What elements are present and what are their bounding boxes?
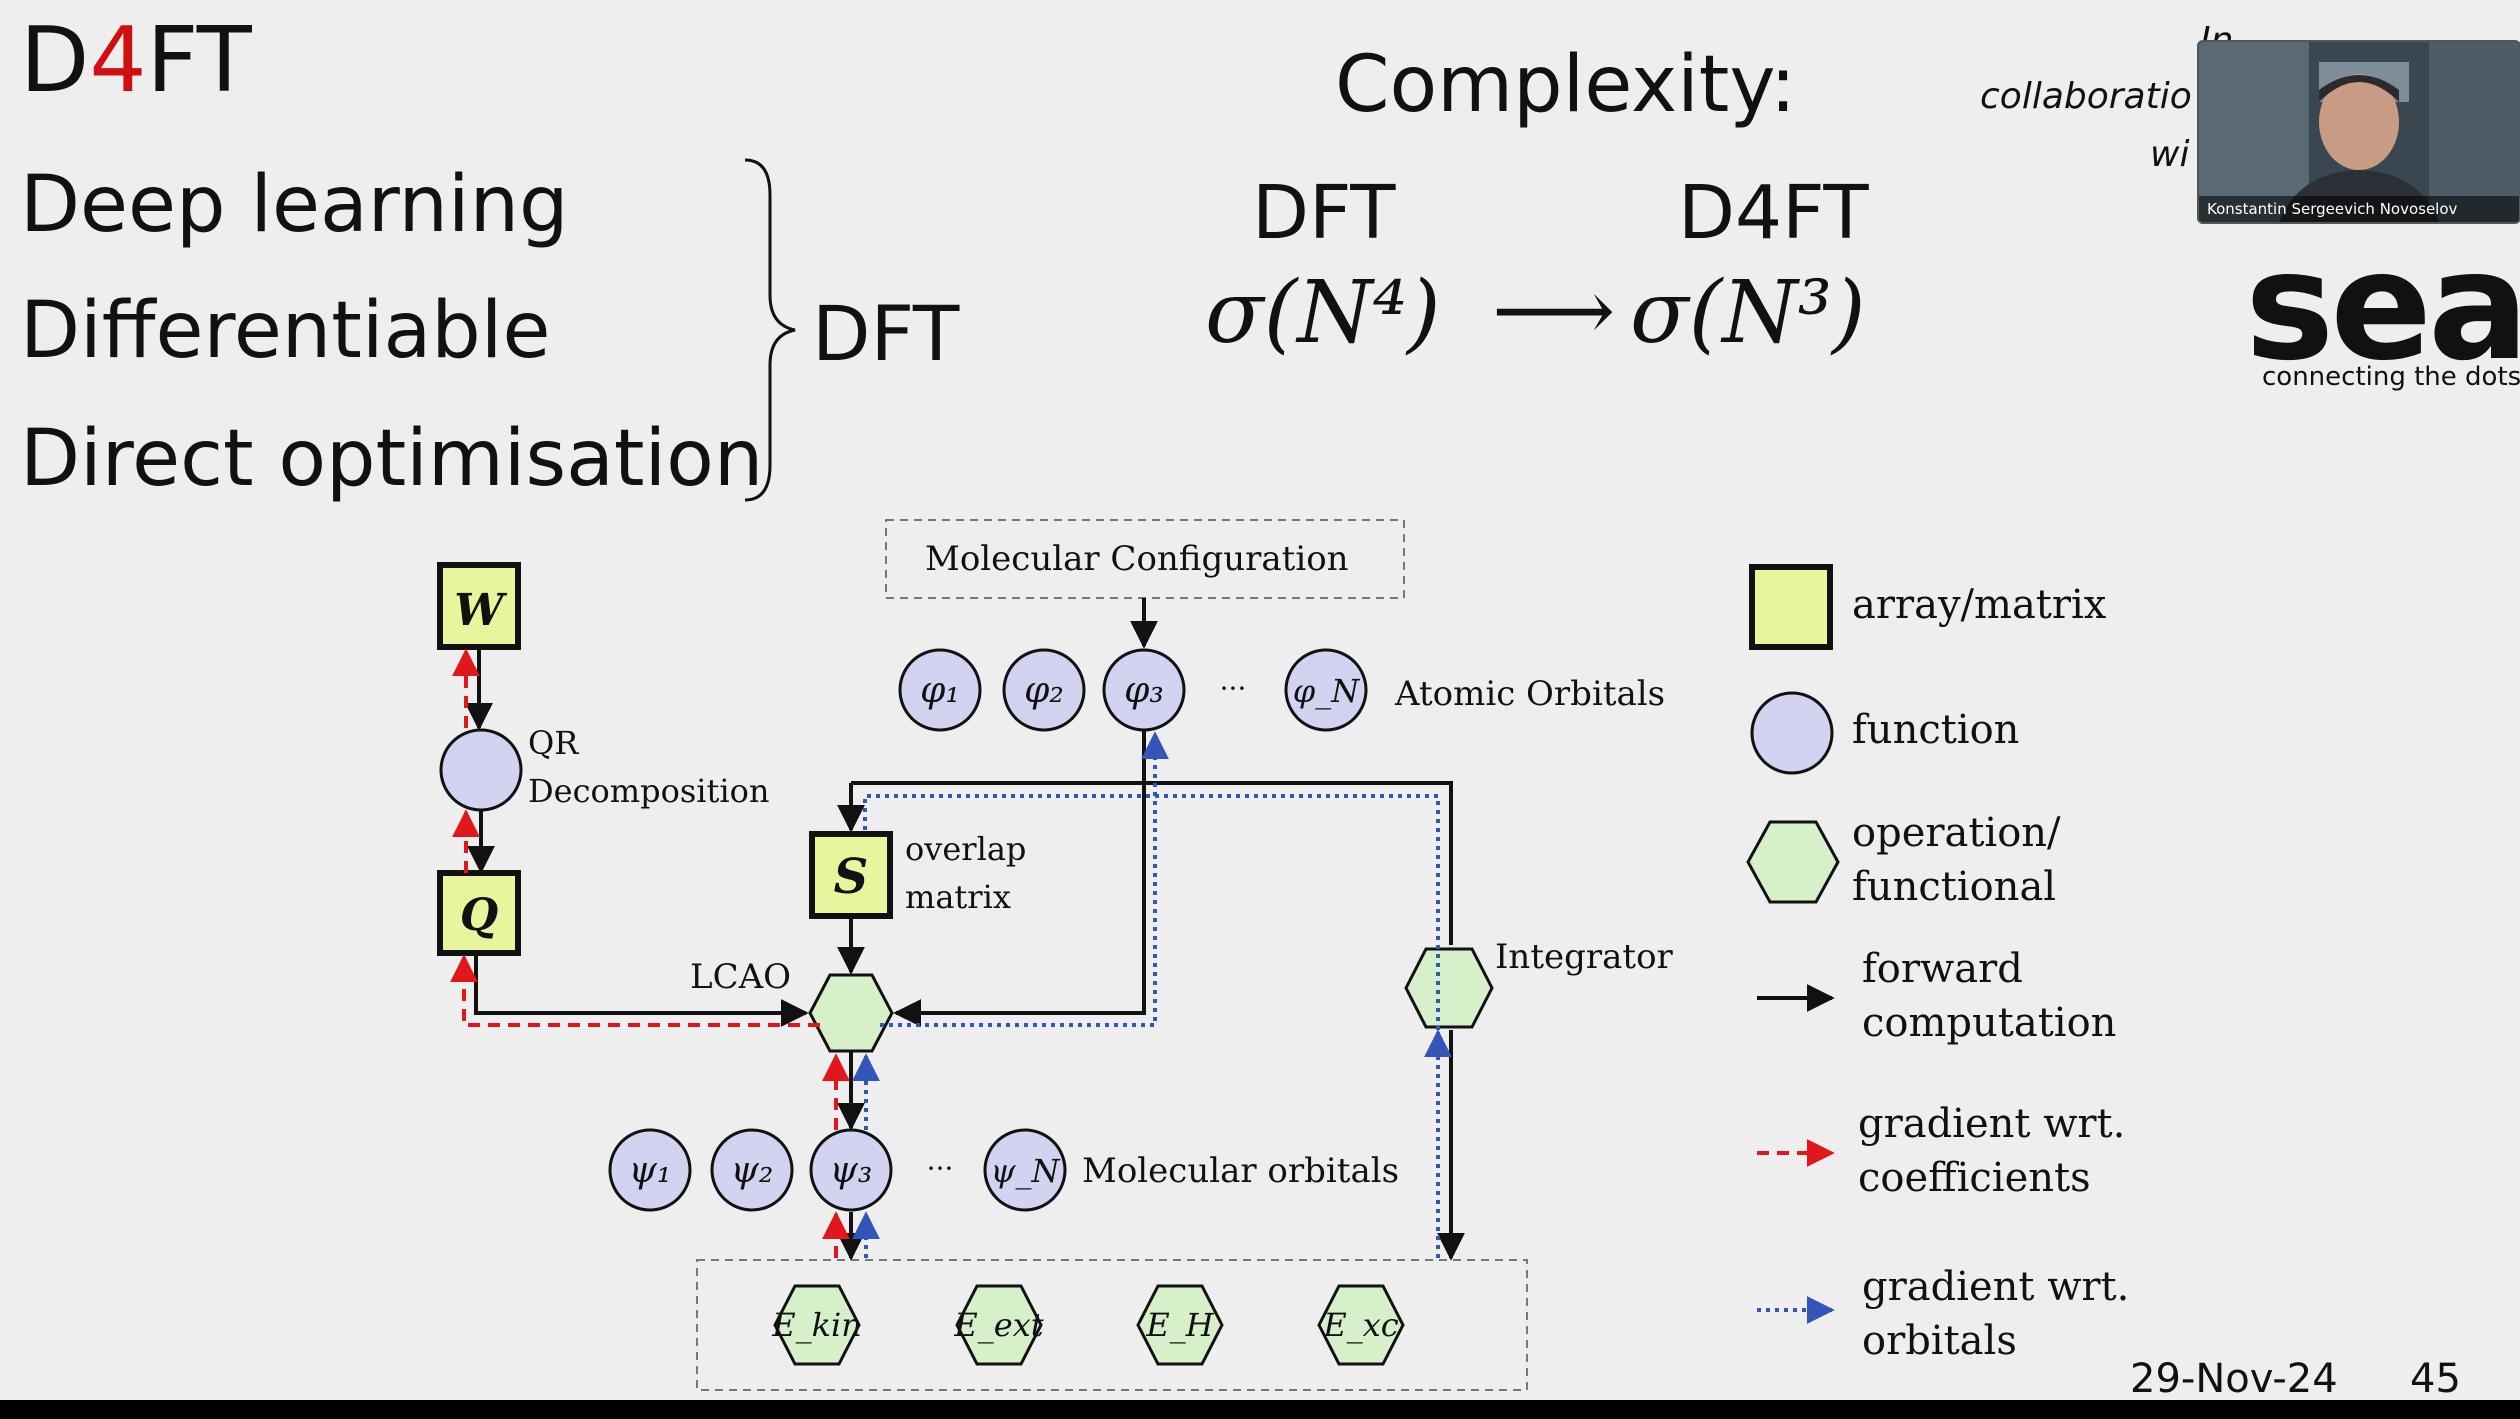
energy-xc-label: E_xc <box>1322 1306 1398 1344</box>
legend-forward-label-2: computation <box>1862 1000 2117 1046</box>
lcao-label: LCAO <box>690 957 791 997</box>
legend-gradient-coefficients-label-2: coefficients <box>1858 1155 2091 1201</box>
legend-function-swatch <box>1750 691 1834 775</box>
energy-xc-node <box>1317 1284 1405 1366</box>
atomic-orbitals-label: Atomic Orbitals <box>1394 674 1665 714</box>
molecular-orbitals-ellipsis: ··· <box>927 1152 954 1185</box>
sea-logo: sea <box>2245 220 2520 394</box>
w-matrix-label: W <box>454 585 508 636</box>
complexity-to-order: σ(N³) <box>1630 263 1866 363</box>
overlap-label-line-2: matrix <box>905 878 1011 916</box>
integrator-node <box>1404 947 1494 1029</box>
molecular-orbital-3-label: ψ₃ <box>830 1150 873 1191</box>
complexity-from-label: DFT <box>1252 170 1396 256</box>
slide-page-number: 45 <box>2410 1356 2461 1400</box>
q-matrix-label: Q <box>460 890 498 941</box>
legend-matrix-label: array/matrix <box>1852 582 2107 628</box>
title-prefix: D <box>20 8 90 113</box>
qr-decomposition-node <box>439 728 523 812</box>
atomic-orbital-n-label: φ_N <box>1293 672 1360 710</box>
gradient-orbitals-edges <box>852 731 1452 1258</box>
atomic-orbital-1-label: φ₁ <box>920 670 960 711</box>
slide-date: 29-Nov-24 <box>2130 1356 2338 1400</box>
molecular-orbitals-label: Molecular orbitals <box>1082 1151 1399 1191</box>
molecular-orbital-1-label: ψ₁ <box>629 1150 672 1191</box>
bullet-deep-learning: Deep learning <box>20 160 569 250</box>
curly-brace <box>744 158 796 502</box>
atomic-orbitals-ellipsis: ··· <box>1220 672 1247 705</box>
q-matrix-node <box>437 870 521 956</box>
speaker-video-thumbnail[interactable]: Konstantin Sergeevich Novoselov <box>2197 40 2520 224</box>
legend-operation-swatch <box>1746 820 1840 904</box>
complexity-label: Complexity: <box>1335 40 1797 130</box>
energy-terms-box <box>696 1259 1528 1391</box>
energy-external-label: E_ext <box>953 1306 1043 1344</box>
bullet-differentiable: Differentiable <box>20 286 551 376</box>
gradient-coefficients-edges <box>450 648 850 1258</box>
slide-title: D4FT <box>20 16 252 106</box>
s-matrix-label: S <box>834 849 869 905</box>
atomic-orbital-n <box>1284 648 1368 732</box>
complexity-from-order: σ(N⁴) <box>1205 263 1441 363</box>
legend-gradient-coefficients-label-1: gradient wrt. <box>1858 1101 2126 1147</box>
speaker-video-image <box>2199 42 2519 222</box>
w-matrix-node <box>437 562 521 650</box>
molecular-orbital-n <box>983 1128 1067 1212</box>
collaboration-line-2: collaboratio <box>1980 76 2192 117</box>
bullet-direct-optimisation: Direct optimisation <box>20 414 764 504</box>
legend-operation-label-2: functional <box>1852 864 2057 910</box>
lcao-node <box>808 973 894 1053</box>
molecular-orbital-2-label: ψ₂ <box>731 1150 774 1191</box>
legend-function-label: function <box>1852 707 2020 753</box>
atomic-orbital-2 <box>1002 648 1086 732</box>
legend-operation-label-1: operation/ <box>1852 810 2061 856</box>
atomic-orbital-3-label: φ₃ <box>1124 670 1164 711</box>
logo-tagline: connecting the dots <box>2262 362 2520 392</box>
overlap-label-line-1: overlap <box>905 830 1026 868</box>
legend-matrix-swatch <box>1749 564 1833 650</box>
energy-kinetic-label: E_kin <box>771 1306 862 1344</box>
energy-external-node <box>955 1284 1043 1366</box>
title-suffix: FT <box>146 8 252 113</box>
molecular-orbital-2 <box>710 1128 794 1212</box>
complexity-arrow: ⟶ <box>1492 261 1616 361</box>
qr-label-line-2: Decomposition <box>528 772 770 810</box>
molecular-orbital-1 <box>608 1128 692 1212</box>
molecular-orbital-n-label: ψ_N <box>990 1152 1060 1190</box>
legend-gradient-orbitals-label-2: orbitals <box>1862 1318 2017 1364</box>
speaker-name: Konstantin Sergeevich Novoselov <box>2199 196 2519 222</box>
legend-gradient-orbitals-label-1: gradient wrt. <box>1862 1264 2130 1310</box>
energy-hartree-node <box>1136 1284 1224 1366</box>
legend-forward-label-1: forward <box>1862 946 2023 992</box>
atomic-orbital-2-label: φ₂ <box>1024 670 1064 711</box>
energy-hartree-label: E_H <box>1145 1306 1214 1344</box>
complexity-to-label: D4FT <box>1678 170 1869 256</box>
collaboration-line-3: wi <box>2150 134 2190 175</box>
title-accent: 4 <box>89 8 147 113</box>
energy-kinetic-node <box>773 1284 861 1366</box>
brace-label: DFT <box>812 289 960 378</box>
atomic-orbital-1 <box>898 648 982 732</box>
molecular-configuration-label: Molecular Configuration <box>925 539 1349 579</box>
qr-label-line-1: QR <box>528 724 579 762</box>
integrator-label: Integrator <box>1495 937 1674 977</box>
